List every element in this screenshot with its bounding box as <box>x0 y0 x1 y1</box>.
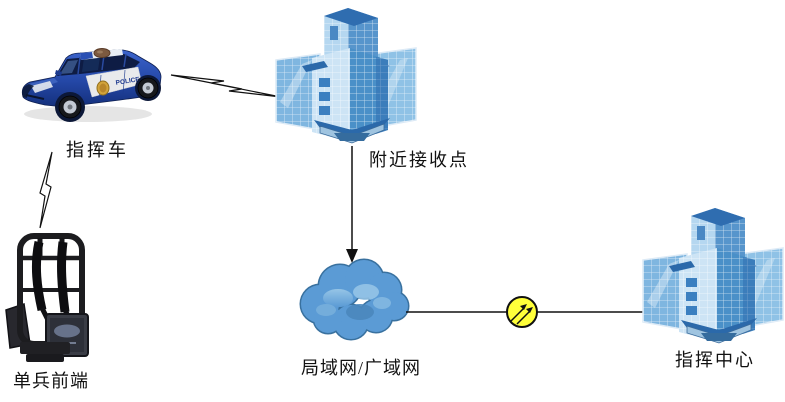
police-badge-inner <box>99 83 107 93</box>
network-cloud <box>299 258 410 341</box>
manpack-foot <box>26 354 64 362</box>
label-command-vehicle: 指挥车 <box>66 140 129 160</box>
manpack-strap <box>57 241 70 313</box>
manpack-base <box>20 342 70 354</box>
car-headlight <box>31 81 53 93</box>
arrowhead-down <box>346 249 358 263</box>
car-roof-unit-highlight <box>97 50 103 54</box>
manpack-radio-label <box>54 324 80 338</box>
cloud-highlight <box>316 304 336 316</box>
car-side-mirror <box>55 70 62 76</box>
car-front-bumper <box>22 84 34 98</box>
police-marking-text: POLICE <box>115 76 141 87</box>
command-center-building <box>642 207 784 344</box>
label-nearby-receive-point: 附近接收点 <box>369 150 469 170</box>
label-command-center: 指挥中心 <box>675 350 755 370</box>
wireless-lightning-bolt-car-to-soldier <box>39 151 53 229</box>
cloud-highlight <box>323 289 353 307</box>
rear-wheel-hub <box>146 86 150 90</box>
label-lan-wan: 局域网/广域网 <box>301 358 422 378</box>
car-window-reflection <box>60 60 78 74</box>
manpack-strap <box>31 241 47 311</box>
cloud-shading <box>346 304 374 320</box>
front-wheel-hub <box>67 104 73 110</box>
car-grill-line <box>25 94 45 100</box>
car-window-reflection <box>82 57 100 72</box>
soldier-manpack-illustration <box>5 233 89 362</box>
car-shadow <box>24 106 152 122</box>
cloud-highlight <box>353 284 379 300</box>
transceiver-icon <box>506 296 538 328</box>
nearby-receive-point-building <box>275 7 417 144</box>
police-car-illustration: POLICE <box>21 48 162 122</box>
car-roof-lightbar-blue <box>80 52 93 60</box>
cloud-highlight <box>373 297 391 309</box>
cloud-body <box>301 260 408 339</box>
label-soldier-frontend: 单兵前端 <box>13 371 89 391</box>
arrow-building-to-cloud <box>346 146 358 263</box>
wireless-lightning-bolt-car-to-building <box>170 74 282 98</box>
